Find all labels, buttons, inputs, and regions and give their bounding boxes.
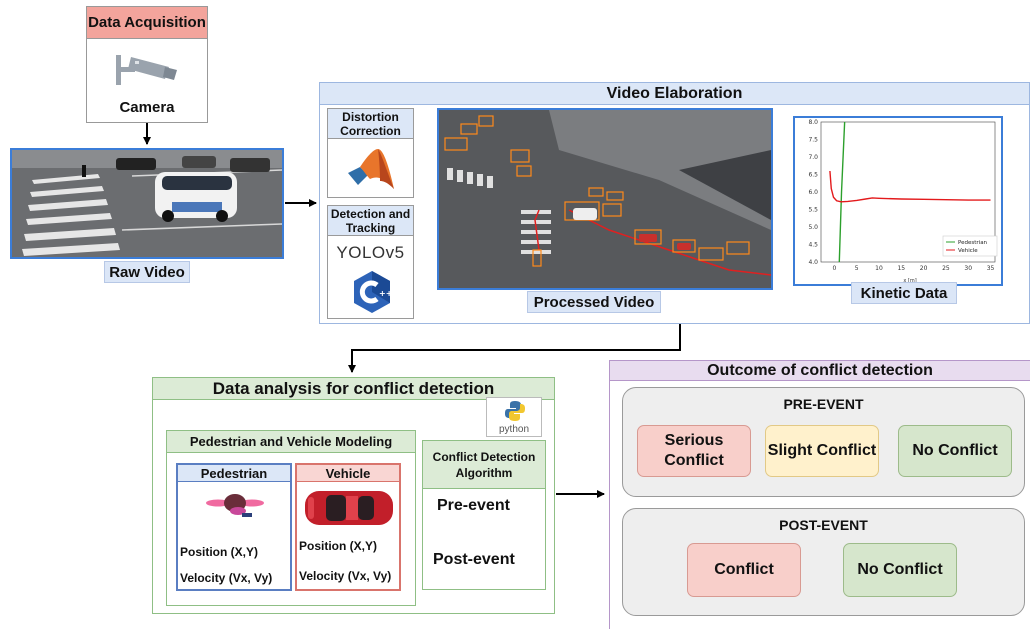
processed-video-frame	[437, 108, 773, 290]
post-event-group: POST-EVENT Conflict No Conflict	[622, 508, 1025, 616]
slight-conflict-chip: Slight Conflict	[765, 425, 879, 477]
cpp-logo: ++	[354, 271, 392, 313]
kinetic-x-axis-label: x [m]	[903, 278, 916, 284]
y-tick-label: 7.5	[808, 137, 818, 144]
pedestrian-box: Pedestrian Position (X,Y) Velocity (Vx, …	[176, 463, 292, 591]
pedestrian-position: Position (X,Y)	[180, 545, 258, 559]
y-tick-label: 6.5	[808, 172, 818, 179]
y-tick-label: 5.0	[808, 224, 818, 231]
x-tick-label: 20	[920, 265, 928, 272]
security-camera-icon	[116, 55, 177, 85]
pre-event-group: PRE-EVENT Serious Conflict Slight Confli…	[622, 387, 1025, 497]
post-event-title: POST-EVENT	[779, 517, 868, 533]
y-tick-label: 5.5	[808, 207, 818, 214]
detection-tracking-title: Detection and Tracking	[328, 206, 413, 236]
y-tick-label: 8.0	[808, 119, 818, 126]
distortion-correction-box: Distortion Correction	[327, 108, 414, 198]
processed-video-scene	[439, 110, 771, 288]
post-event-label: Post-event	[433, 551, 515, 568]
kinetic-data-label: Kinetic Data	[851, 282, 957, 304]
no-conflict-post-chip: No Conflict	[843, 543, 957, 597]
y-tick-label: 4.0	[808, 259, 818, 266]
x-tick-label: 35	[987, 265, 995, 272]
pre-event-title: PRE-EVENT	[783, 396, 864, 412]
python-logo: python	[486, 397, 542, 437]
data-analysis-title: Data analysis for conflict detection	[153, 378, 554, 400]
detection-tracking-box: Detection and Tracking YOLOv5 ++	[327, 205, 414, 319]
distortion-correction-title: Distortion Correction	[328, 109, 413, 139]
processed-video-label: Processed Video	[527, 291, 661, 313]
no-conflict-pre-chip: No Conflict	[898, 425, 1012, 477]
conflict-detection-algorithm-box: Conflict Detection Algorithm Pre-event P…	[422, 440, 546, 590]
data-acquisition-title: Data Acquisition	[87, 7, 207, 39]
svg-text:++: ++	[379, 289, 392, 298]
x-tick-label: 0	[832, 265, 836, 272]
outcome-title: Outcome of conflict detection	[610, 361, 1030, 381]
python-label: python	[498, 423, 530, 435]
python-icon	[505, 401, 525, 421]
vehicle-velocity: Velocity (Vx, Vy)	[299, 569, 392, 583]
kinetic-data-chart: 0 5 10 15 20 25 30 35 4.0 4.5 5.0 5.5 6.0 6.5 7.0 7.5 8.…	[793, 116, 1003, 286]
camera-label: Camera	[119, 99, 175, 116]
matlab-logo	[348, 149, 394, 189]
y-tick-label: 7.0	[808, 154, 818, 161]
legend-vehicle: Vehicle	[958, 248, 978, 254]
raw-video-scene	[12, 150, 282, 257]
pedestrian-icon	[206, 494, 264, 517]
serious-conflict-chip: Serious Conflict	[637, 425, 751, 477]
legend-pedestrian: Pedestrian	[958, 240, 988, 246]
pre-event-label: Pre-event	[437, 497, 510, 514]
vehicle-title: Vehicle	[297, 465, 399, 482]
data-acquisition-box: Data Acquisition Camera	[86, 6, 208, 123]
series-line-vehicle	[829, 170, 991, 203]
vehicle-box: Vehicle Position (X,Y) Velocity (Vx, Vy)	[295, 463, 401, 591]
y-tick-label: 4.5	[808, 242, 818, 249]
y-tick-label: 6.0	[808, 189, 818, 196]
vehicle-position: Position (X,Y)	[299, 539, 377, 553]
conflict-chip: Conflict	[687, 543, 801, 597]
kinetic-legend: Pedestrian Vehicle	[942, 235, 998, 257]
car-icon	[305, 491, 393, 525]
raw-video-label: Raw Video	[104, 261, 190, 283]
conflict-detection-algorithm-title: Conflict Detection Algorithm	[423, 441, 545, 489]
kinetic-plot-frame	[820, 121, 996, 263]
pedestrian-title: Pedestrian	[178, 465, 290, 482]
pedestrian-velocity: Velocity (Vx, Vy)	[180, 571, 273, 585]
x-tick-label: 5	[855, 265, 859, 272]
video-elaboration-title: Video Elaboration	[320, 83, 1029, 105]
x-tick-label: 15	[897, 265, 905, 272]
modeling-title: Pedestrian and Vehicle Modeling	[167, 431, 415, 453]
series-line-pedestrian	[838, 121, 846, 263]
x-tick-label: 10	[875, 265, 883, 272]
x-tick-label: 25	[942, 265, 950, 272]
x-tick-label: 30	[964, 265, 972, 272]
yolov5-logo: YOLOv5	[336, 243, 405, 262]
kinetic-chart-svg: 0 5 10 15 20 25 30 35 4.0 4.5 5.0 5.5 6.0 6.5 7.0 7.5 8.…	[808, 119, 998, 284]
raw-video-frame	[10, 148, 284, 259]
